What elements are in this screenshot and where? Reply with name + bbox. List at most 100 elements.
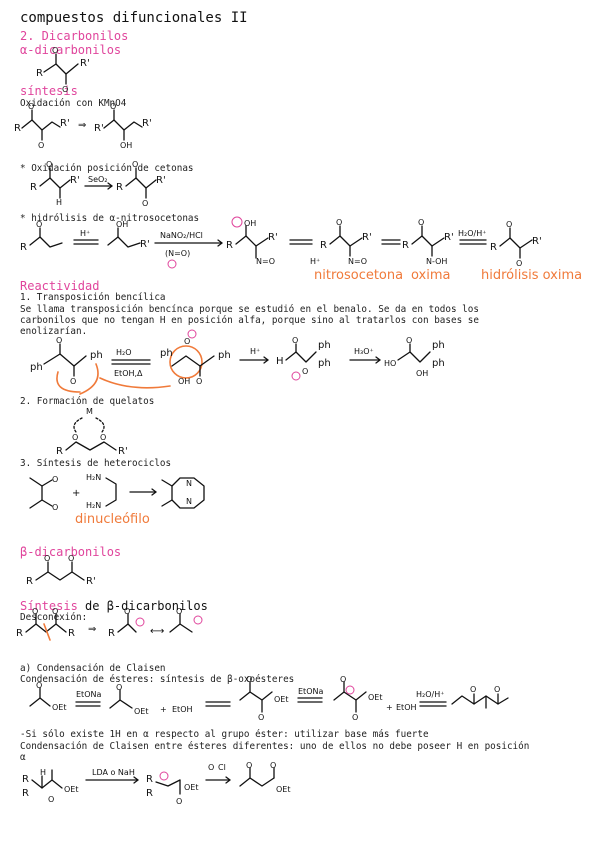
svg-text:O: O [32,607,38,616]
svg-text:O: O [46,160,52,169]
svg-text:O: O [196,377,202,386]
svg-text:R: R [116,182,123,193]
svg-text:OEt: OEt [52,703,67,712]
sintesis-rest: de β-dicarbonilos [85,599,208,613]
svg-text:O: O [494,685,500,694]
label-hidrolisis: * hidrólisis de α-nitrosocetonas [20,213,200,224]
svg-text:O: O [176,607,182,616]
svg-text:ph: ph [30,362,43,373]
svg-text:OEt: OEt [274,695,289,704]
reagent-h2o: H₂O/H⁺ [458,229,486,238]
reagent-no: (N=O) [165,249,190,258]
svg-text:O: O [270,761,276,770]
svg-text:R: R [22,774,29,785]
svg-text:ph: ph [90,350,103,361]
svg-text:ph: ph [318,340,331,351]
svg-text:O: O [516,259,522,268]
reagent-etoh-1: EtOH [172,705,193,714]
svg-text:R': R' [268,232,278,243]
svg-text:R: R [16,628,23,639]
kmno4-reaction: O O R R' ⇒ O OH R' R' [14,102,152,150]
beta-dicarbonyl-structure: R O O R' [26,554,96,587]
svg-text:O: O [52,503,58,512]
sintesis-word: Síntesis [20,599,78,613]
svg-text:OH: OH [120,141,132,150]
svg-text:O: O [302,367,308,376]
paragraph-line-1: Se llama transposición bencínca porque s… [20,304,479,315]
svg-text:N: N [186,479,192,488]
svg-text:O: O [336,218,342,227]
label-dinucleofilo: dinucleófilo [75,512,150,527]
svg-text:R': R' [70,175,80,186]
svg-text:ph: ph [318,358,331,369]
svg-text:HO: HO [384,359,396,368]
svg-text:O: O [406,336,412,345]
svg-text:H₂N: H₂N [86,473,101,482]
reagent-h-benz: H⁺ [250,347,260,356]
svg-text:H: H [40,768,46,777]
svg-text:O: O [246,675,252,684]
svg-text:O: O [418,218,424,227]
svg-text:R: R [146,774,153,785]
svg-text:O: O [184,337,190,346]
svg-text:R': R' [60,118,70,129]
reagent-seo2: SeO₂ [88,175,108,184]
chelate-structure: M O O R R' [56,407,128,457]
label-nitrosocetona: nitrosocetona [314,268,404,283]
reagent-etoh-2: EtOH [396,703,417,712]
reagent-nano2: NaNO₂/HCl [160,231,203,240]
svg-text:R: R [402,240,409,251]
svg-text:O: O [176,797,182,806]
svg-text:+: + [160,705,167,714]
svg-text:+: + [386,703,393,712]
disconnection-scheme: R O O R ⇒ R O ⟷ O [16,607,203,641]
svg-text:H⁺: H⁺ [310,257,320,266]
nitroso-reaction: O R H⁺ OH R' NaNO₂/HCl (N=O) OH N=O R R'… [20,216,542,269]
page-title: compuestos difuncionales II [20,10,248,26]
svg-text:R': R' [86,576,96,587]
svg-text:R: R [26,576,33,587]
svg-text:R': R' [94,123,104,134]
svg-text:O: O [68,554,74,563]
reagent-lda: LDA o NaH [92,768,135,777]
claisen-scheme: O OEt EtONa O OEt + EtOH O O OEt EtONa O… [29,675,509,722]
svg-text:OEt: OEt [368,693,383,702]
svg-text:O: O [110,102,116,111]
svg-text:R: R [22,788,29,799]
svg-text:⇒: ⇒ [78,120,86,131]
svg-text:O: O [292,336,298,345]
svg-text:N=O: N=O [256,257,275,266]
paragraph-line-2: carbonilos que no tengan H en posición a… [20,315,479,326]
heterocycle-synthesis: O O + H₂N H₂N N N [29,473,205,512]
svg-text:Cl: Cl [218,763,226,772]
svg-text:+: + [72,488,80,499]
svg-text:R: R [146,788,153,799]
svg-text:ph: ph [218,350,231,361]
svg-text:O: O [28,102,34,111]
reagent-etoh-benz: EtOH,Δ [114,369,143,378]
svg-text:N: N [186,497,192,506]
svg-text:OH: OH [178,377,190,386]
label-heterociclos: 3. Síntesis de heterociclos [20,458,172,469]
svg-text:N=O: N=O [348,257,367,266]
svg-text:OEt: OEt [134,707,149,716]
note-esteres-diferentes: Condensación de Claisen entre ésteres di… [20,741,530,752]
svg-text:R': R' [362,232,372,243]
reagent-h2o-benz: H₂O [116,348,132,357]
svg-text:M: M [86,407,93,416]
reagent-etona-2: EtONa [298,687,323,696]
svg-text:O: O [62,85,68,94]
svg-text:R': R' [80,58,90,69]
svg-text:ph: ph [432,340,445,351]
heading-beta: β-dicarbonilos [20,545,122,559]
reagent-h: H⁺ [80,229,90,238]
svg-text:R: R [490,242,497,253]
svg-text:O: O [44,554,50,563]
alpha-dicarbonyl-structure: O O R R' [36,46,90,94]
svg-text:O: O [246,761,252,770]
svg-text:O: O [36,220,42,229]
svg-text:O: O [52,607,58,616]
subheading-alpha: α-dicarbonilos [20,43,122,57]
svg-text:OH: OH [116,220,128,229]
